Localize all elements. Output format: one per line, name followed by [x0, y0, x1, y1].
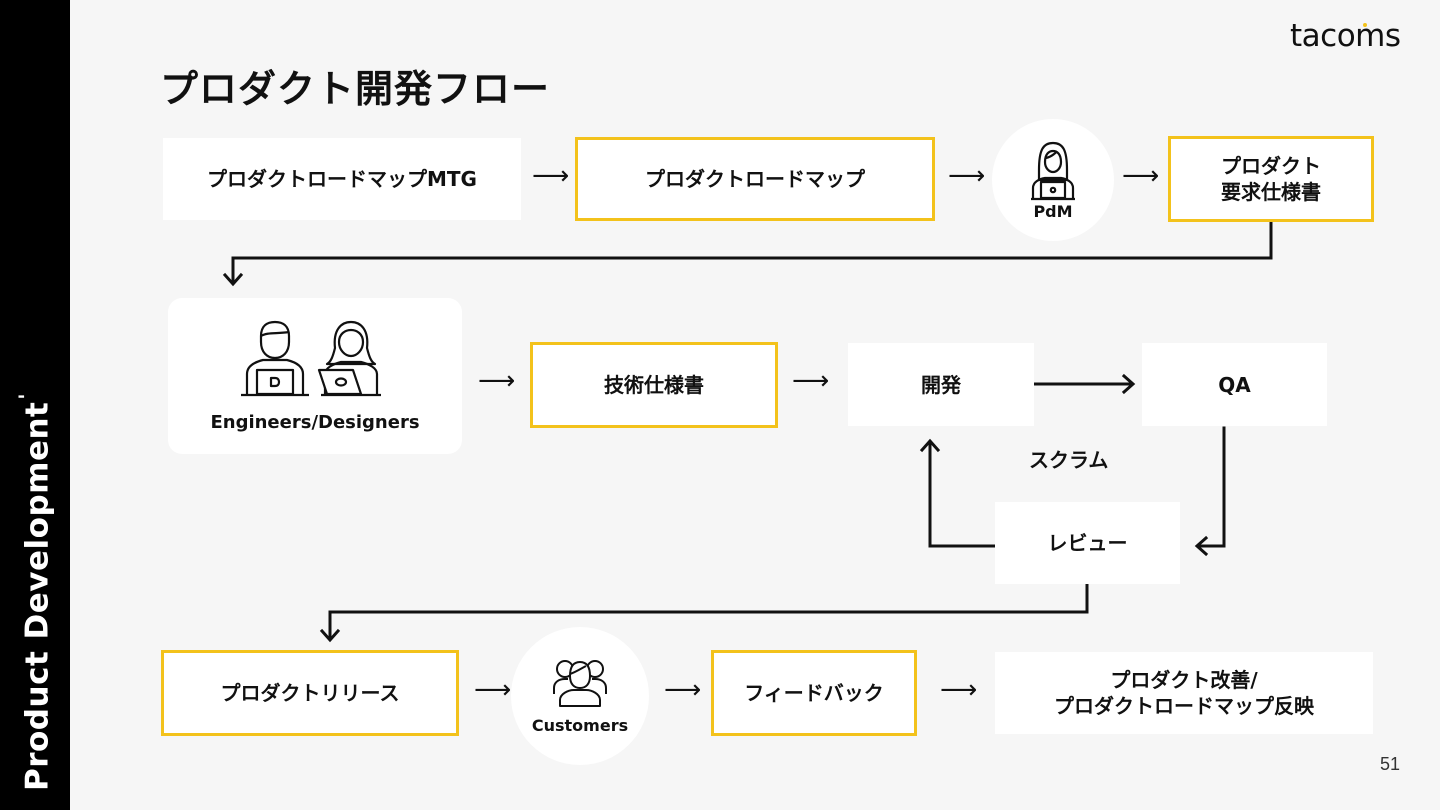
release-box: プロダクトリリース	[161, 650, 459, 736]
connector-arrowhead-dev	[919, 438, 941, 453]
review-label: レビュー	[1047, 531, 1128, 555]
brand-logo-dot	[1363, 23, 1367, 27]
requirements-box: プロダクト 要求仕様書	[1168, 136, 1374, 222]
development-box: 開発	[848, 343, 1034, 426]
engineers-card: Engineers/Designers	[168, 298, 462, 454]
scrum-label: スクラム	[1029, 448, 1109, 472]
connector-review-to-release	[328, 582, 1089, 640]
roadmap-label: プロダクトロードマップ	[645, 167, 865, 191]
improvement-label-line1: プロダクト改善/	[1110, 668, 1258, 692]
right-arrow-icon: ⟶	[478, 366, 516, 396]
sidebar: Product Development'	[0, 0, 70, 810]
customers-icon	[553, 659, 607, 707]
right-arrow-icon: ⟶	[940, 675, 978, 705]
release-label: プロダクトリリース	[220, 681, 400, 705]
page-title: プロダクト開発フロー	[160, 67, 551, 111]
brand-logo: tacoms	[1290, 18, 1401, 54]
requirements-label-line1: プロダクト	[1221, 154, 1321, 178]
customers-label: Customers	[531, 715, 629, 735]
qa-box: QA	[1142, 343, 1327, 426]
development-label: 開発	[921, 372, 961, 397]
connector-arrowhead-qa	[1121, 373, 1136, 395]
right-arrow-icon: ⟶	[474, 675, 512, 705]
right-arrow-icon: ⟶	[664, 675, 702, 705]
improvement-label-line2: プロダクトロードマップ反映	[1054, 694, 1314, 718]
right-arrow-icon: ⟶	[792, 366, 830, 396]
roadmap-mtg-label: プロダクトロードマップMTG	[207, 167, 477, 191]
person-laptop-icon	[1031, 141, 1075, 200]
right-arrow-icon: ⟶	[532, 161, 570, 191]
customers-circle: Customers	[511, 627, 649, 765]
pdm-label: PdM	[1033, 201, 1073, 221]
connector-qa-to-review	[1196, 426, 1226, 548]
connector-arrowhead-review	[1194, 535, 1209, 557]
right-arrow-icon: ⟶	[1122, 161, 1160, 191]
page-number: 51	[1380, 754, 1401, 774]
connector-arrowhead-team	[222, 272, 244, 287]
connector-review-to-dev	[928, 440, 996, 548]
feedback-label: フィードバック	[744, 681, 884, 705]
team-icon	[241, 320, 381, 396]
engineers-label: Engineers/Designers	[210, 411, 420, 433]
right-arrow-icon: ⟶	[948, 161, 986, 191]
tech-spec-label: 技術仕様書	[604, 373, 704, 397]
feedback-box: フィードバック	[711, 650, 917, 736]
connector-requirements-to-team	[231, 220, 1273, 284]
connector-arrowhead-release	[319, 628, 341, 643]
roadmap-box: プロダクトロードマップ	[575, 137, 935, 221]
qa-label: QA	[1218, 372, 1251, 397]
requirements-label-line2: 要求仕様書	[1221, 180, 1321, 204]
tech-spec-box: 技術仕様書	[530, 342, 778, 428]
improvement-box: プロダクト改善/ プロダクトロードマップ反映	[995, 652, 1373, 734]
pdm-circle: PdM	[992, 119, 1114, 241]
review-box: レビュー	[995, 502, 1180, 584]
roadmap-mtg-box: プロダクトロードマップMTG	[163, 138, 521, 220]
